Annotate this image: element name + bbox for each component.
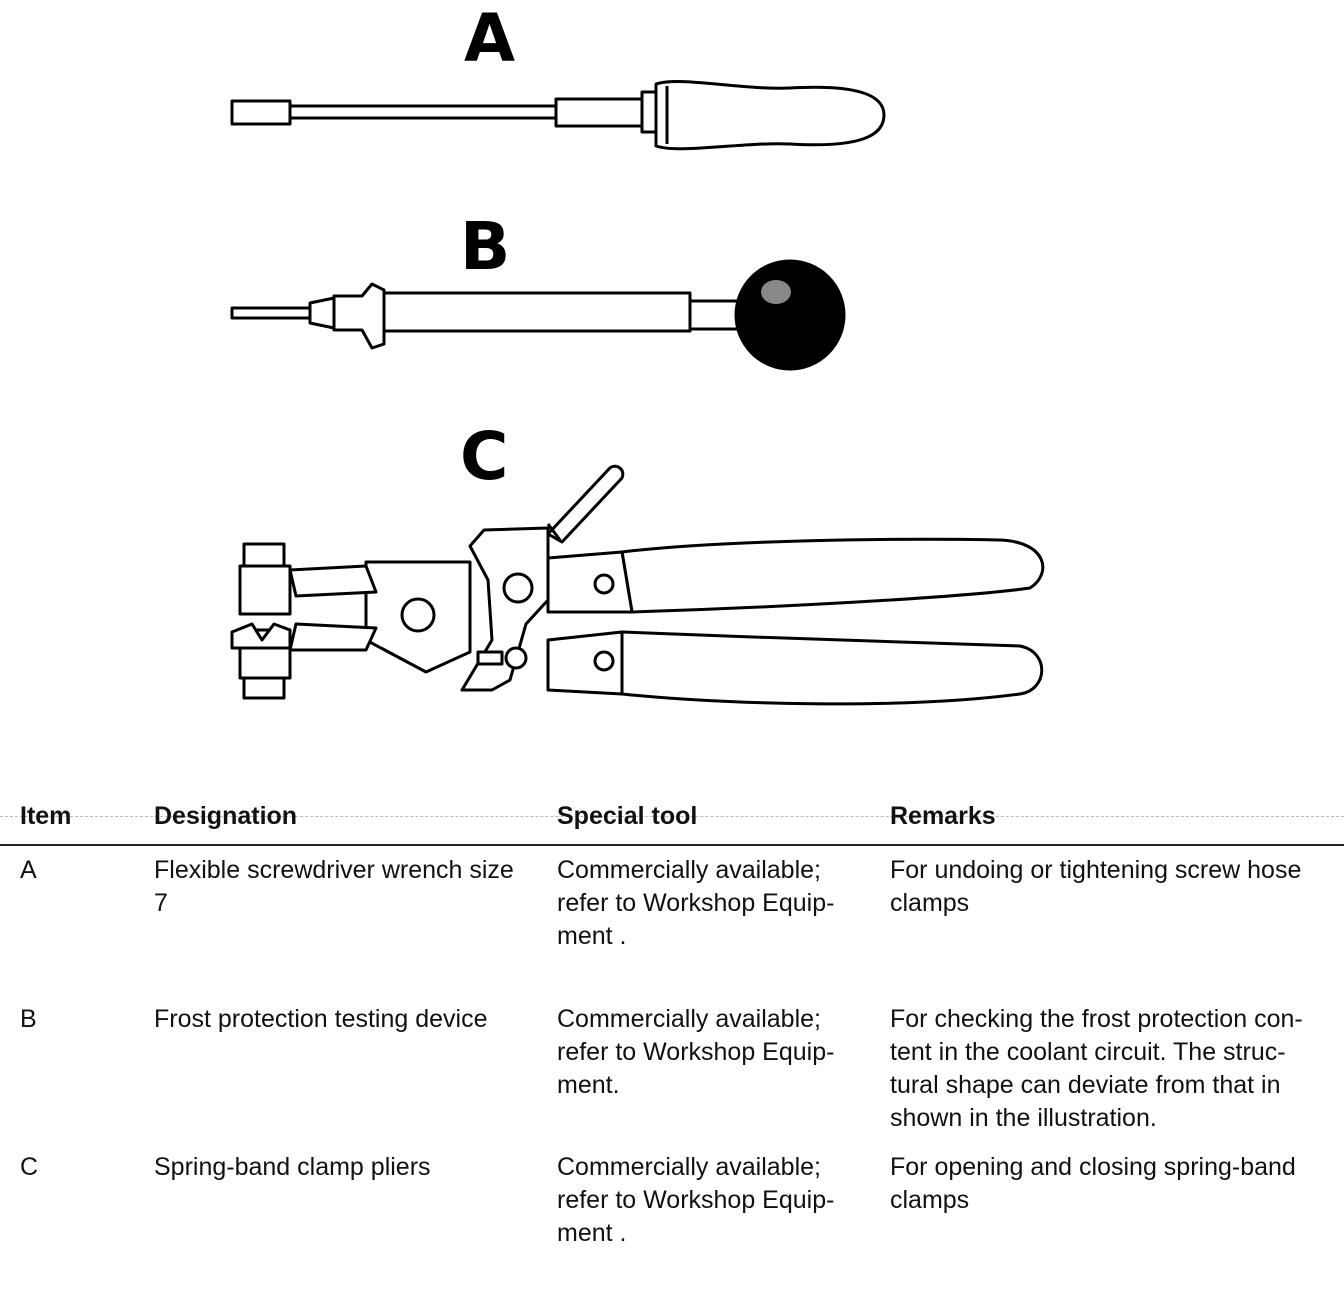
row-b-special-tool: Commercially available; refer to Worksho… [557,1005,835,1099]
tool-illustrations [230,80,1045,706]
row-a-item: A [20,856,37,884]
row-c-item: C [20,1153,39,1181]
row-a-remarks: For undoing or tightening screw hose cla… [890,856,1302,917]
row-a-special-tool: Commercially available; refer to Worksho… [557,856,835,950]
header-remarks: Remarks [890,802,996,830]
header-top-guide [0,816,1344,817]
row-b-item: B [20,1005,37,1033]
row-c-special-tool: Commercially available; refer to Worksho… [557,1153,835,1247]
row-b-remarks: For checking the frost protection con- t… [890,1005,1303,1132]
spring-band-pliers-illustration [230,464,1045,706]
header-special-tool: Special tool [557,802,698,830]
tool-label-a: A [464,0,516,77]
tool-label-c: C [460,418,509,495]
row-a-designation: Flexible screwdriver wrench size 7 [154,856,514,917]
header-designation: Designation [154,802,298,830]
frost-tester-illustration [230,259,846,371]
row-c-remarks: For opening and closing spring-band clam… [890,1153,1296,1214]
header-rule [0,844,1344,846]
row-c-designation: Spring-band clamp pliers [154,1153,431,1181]
tool-label-b: B [460,208,511,285]
screwdriver-wrench-illustration [230,80,886,151]
row-b-designation: Frost protection testing device [154,1005,488,1033]
header-item: Item [20,802,72,830]
